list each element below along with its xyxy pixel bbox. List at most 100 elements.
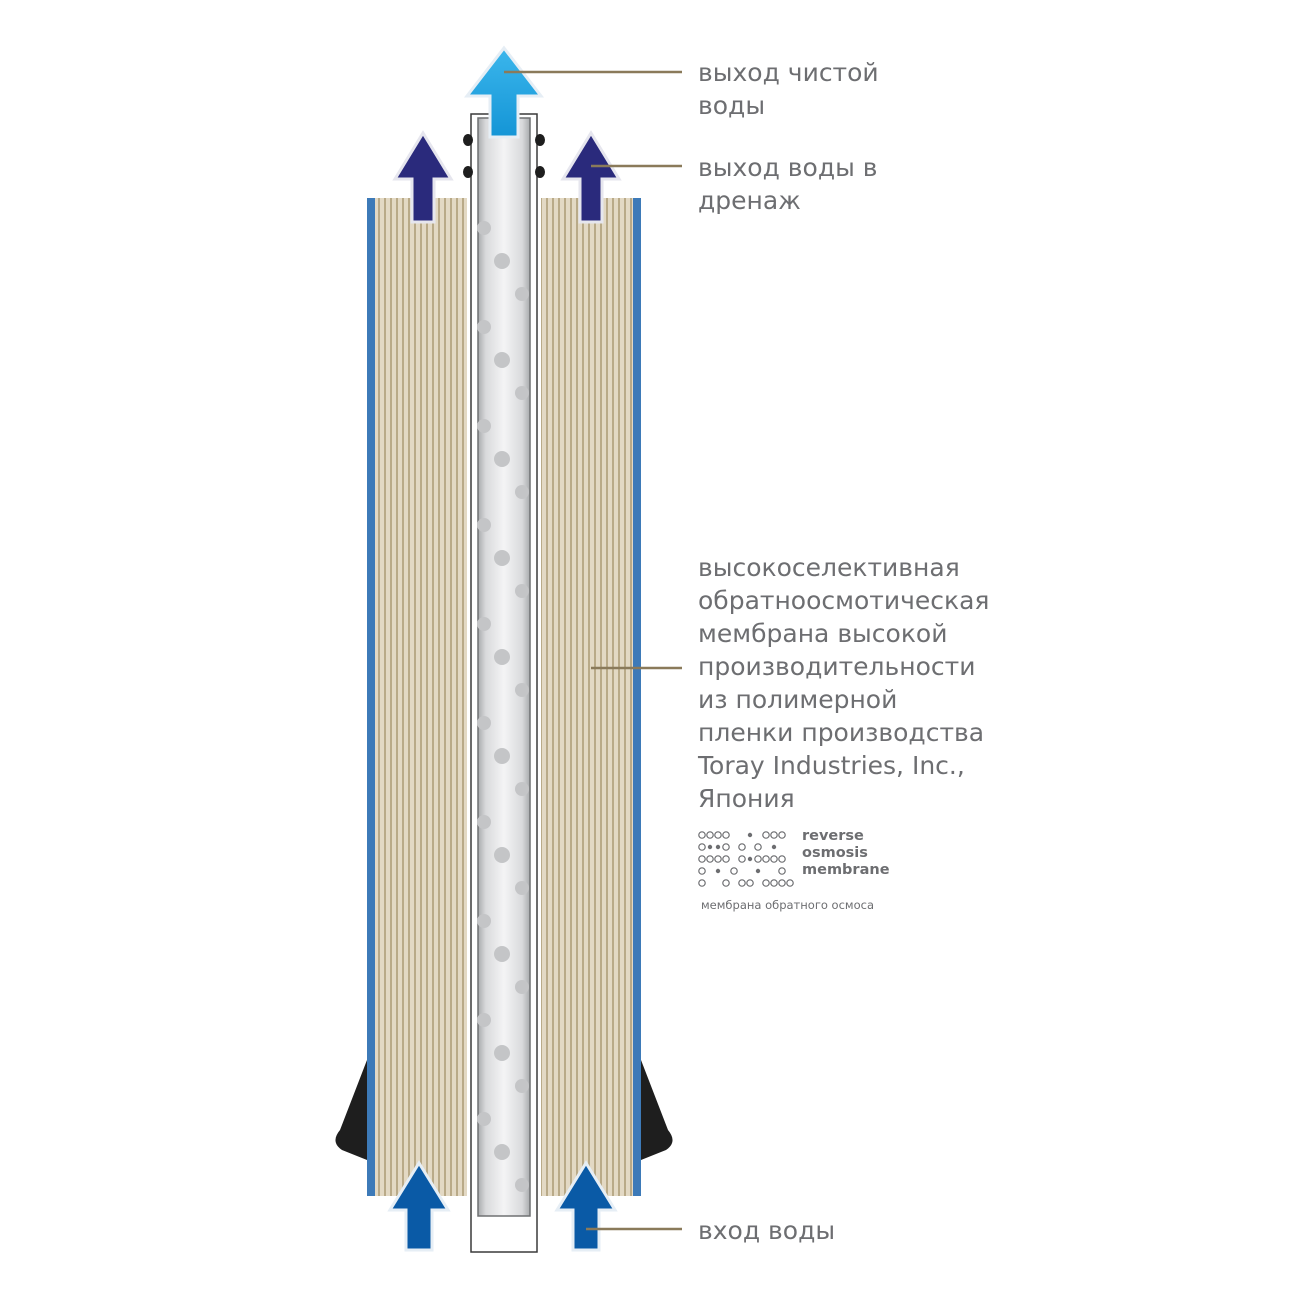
drain-out-line-1: выход воды в (698, 153, 878, 182)
logo-dot (747, 856, 753, 862)
logo-dot (714, 831, 722, 839)
logo-word-membrane: membrane (802, 862, 890, 878)
logo-dot (715, 868, 721, 874)
tube-hole (494, 352, 510, 368)
tube-hole (477, 419, 491, 433)
logo-dot (738, 855, 746, 863)
clean-water-out-label: выход чистой воды (698, 56, 879, 122)
logo-words: reverse osmosis membrane (802, 828, 890, 879)
logo-dot (698, 831, 706, 839)
tube-hole (515, 485, 529, 499)
tube-hole (494, 649, 510, 665)
drain-out-line-2: дренаж (698, 186, 801, 215)
logo-dot (707, 844, 713, 850)
logo-dots-icon (698, 831, 794, 887)
logo-dot (746, 879, 754, 887)
logo-dot (698, 867, 706, 875)
logo-dot (706, 855, 714, 863)
logo-dot (738, 843, 746, 851)
logo-dot (698, 855, 706, 863)
tube-hole (477, 815, 491, 829)
logo-dot (762, 855, 770, 863)
tube-hole (477, 518, 491, 532)
housing-right-wall (633, 198, 641, 1196)
logo-dot (722, 855, 730, 863)
tube-hole (494, 946, 510, 962)
membrane-left (375, 198, 467, 1196)
logo-dot (754, 843, 762, 851)
logo-dot (754, 855, 762, 863)
membrane-line-8: Япония (698, 784, 795, 813)
tube-hole (494, 253, 510, 269)
water-in-label: вход воды (698, 1216, 836, 1245)
logo-dot (738, 879, 746, 887)
tube-hole (477, 1112, 491, 1126)
logo-dot (722, 831, 730, 839)
logo-dot (770, 855, 778, 863)
logo-word-osmosis: osmosis (802, 845, 868, 861)
ro-membrane-logo: reverse osmosis membrane мембрана обратн… (698, 828, 908, 918)
membrane-label: высокоселективная обратноосмотическая ме… (698, 551, 989, 815)
tube-hole (494, 451, 510, 467)
membrane-line-2: обратноосмотическая (698, 586, 990, 615)
tube-hole (477, 1013, 491, 1027)
membrane-line-4: производительности (698, 652, 976, 681)
clean-water-out-line-2: воды (698, 91, 766, 120)
logo-dot (770, 879, 778, 887)
tube-hole (515, 287, 529, 301)
clean-water-out-line-1: выход чистой (698, 58, 879, 87)
tube-hole (515, 1079, 529, 1093)
brine-seal-icon (335, 1060, 673, 1160)
logo-dot (778, 867, 786, 875)
logo-dot (714, 855, 722, 863)
tube-hole (515, 386, 529, 400)
tube-hole (477, 914, 491, 928)
logo-dot (698, 879, 706, 887)
logo-dot (722, 843, 730, 851)
permeate-tube (477, 117, 531, 1217)
membrane-line-6: пленки производства (698, 718, 985, 747)
membrane-line-5: из полимерной (698, 685, 898, 714)
membrane-line-7: Toray Industries, Inc., (698, 751, 965, 780)
logo-dot (770, 831, 778, 839)
membrane-line-1: высокоселективная (698, 553, 960, 582)
tube-hole (477, 320, 491, 334)
logo-dot (771, 844, 777, 850)
tube-hole (515, 881, 529, 895)
logo-dot (755, 868, 761, 874)
logo-dot (778, 879, 786, 887)
tube-hole (515, 584, 529, 598)
membrane-right (541, 198, 633, 1196)
tube-hole (477, 716, 491, 730)
logo-dot (762, 831, 770, 839)
logo-dot (730, 867, 738, 875)
leader-lines (504, 70, 682, 1231)
seal-ring-icon (463, 134, 545, 178)
logo-dot (698, 843, 706, 851)
logo-caption: мембрана обратного осмоса (701, 898, 874, 912)
tube-hole (494, 1045, 510, 1061)
tube-hole (515, 1178, 529, 1192)
logo-word-reverse: reverse (802, 828, 864, 844)
tube-hole (477, 617, 491, 631)
logo-dot (715, 844, 721, 850)
logo-dot (778, 831, 786, 839)
logo-dot (786, 879, 794, 887)
logo-dot (747, 832, 753, 838)
tube-hole (515, 980, 529, 994)
tube-hole (494, 748, 510, 764)
housing-left-wall (367, 198, 375, 1196)
logo-dot (706, 831, 714, 839)
tube-holes (477, 221, 529, 1192)
membrane-line-3: мембрана высокой (698, 619, 948, 648)
tube-hole (494, 550, 510, 566)
arrow-up-icon (387, 45, 622, 1252)
tube-hole (515, 782, 529, 796)
drain-out-label: выход воды в дренаж (698, 151, 878, 217)
logo-dot (778, 855, 786, 863)
tube-hole (494, 847, 510, 863)
tube-hole (515, 683, 529, 697)
logo-dot (722, 879, 730, 887)
tube-hole (494, 1144, 510, 1160)
